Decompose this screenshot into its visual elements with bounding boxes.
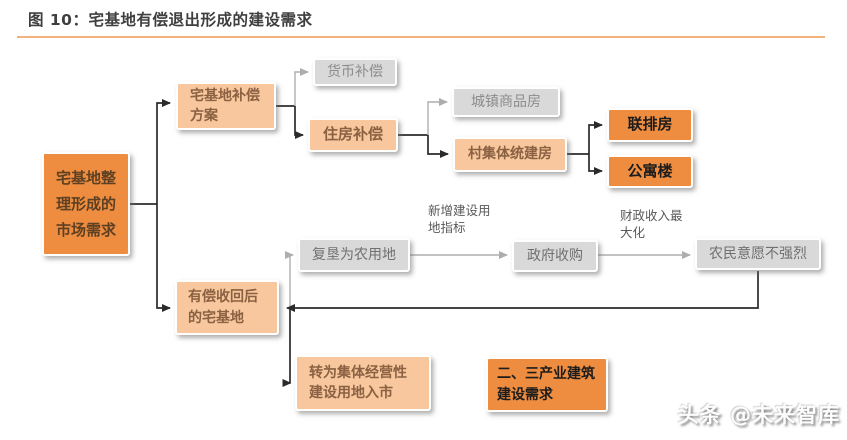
node-market-demand: 宅基地整理形成的市场需求 — [42, 152, 130, 256]
edge-label-fiscal-revenue-max: 财政收入最大化 — [620, 208, 683, 240]
node-label: 复垦为农用地 — [312, 246, 396, 263]
node-industry-construction-demand: 二、三产业建筑建设需求 — [486, 357, 608, 412]
watermark: 头条 @未来智库 — [677, 403, 840, 427]
figure-title: 图 10：宅基地有偿退出形成的建设需求 — [28, 11, 313, 29]
edge-recovered-to-collective-market — [282, 308, 292, 387]
edge-plan-to-monetary — [294, 68, 309, 106]
node-label: 住房补偿 — [322, 125, 383, 144]
node-label: 农民意愿不强烈 — [709, 245, 807, 262]
node-label: 政府收购 — [527, 247, 583, 264]
node-collective-land-market: 转为集体经营性建设用地入市 — [295, 355, 431, 411]
node-government-purchase: 政府收购 — [512, 240, 598, 272]
node-housing-compensation: 住房补偿 — [308, 118, 398, 152]
node-reclaimed-farmland: 复垦为农用地 — [298, 238, 410, 272]
node-apartment-building: 公寓楼 — [607, 155, 693, 188]
node-label: 有偿收回后的宅基地 — [188, 289, 258, 326]
node-label: 村集体统建房 — [468, 146, 552, 163]
edge-main-to-compensation-plan — [156, 99, 171, 204]
edge-label-new-construction-quota: 新增建设用地指标 — [428, 203, 491, 235]
edge-housing-to-urban — [427, 98, 448, 135]
node-label: 二、三产业建筑建设需求 — [497, 366, 595, 403]
edge-housing-to-village — [427, 135, 449, 158]
node-label: 转为集体经营性建设用地入市 — [309, 364, 407, 401]
node-label: 宅基地整理形成的市场需求 — [55, 168, 116, 240]
node-compensation-plan: 宅基地补偿方案 — [176, 82, 276, 130]
node-paid-recovered-homestead: 有偿收回后的宅基地 — [175, 280, 279, 335]
node-label: 城镇商品房 — [471, 93, 541, 110]
node-label: 宅基地补偿方案 — [190, 87, 260, 124]
node-urban-commodity-housing: 城镇商品房 — [452, 87, 560, 117]
title-underline — [17, 36, 825, 38]
edge-village-to-apartment — [588, 154, 603, 175]
node-townhouse: 联排房 — [607, 108, 693, 142]
edge-recovered-to-reclaimed — [285, 251, 294, 307]
edge-plan-to-housing — [294, 106, 304, 139]
node-village-collective-housing: 村集体统建房 — [453, 137, 567, 172]
node-label: 货币补偿 — [327, 63, 383, 80]
node-label: 公寓楼 — [627, 161, 673, 180]
edge-main-to-paid-recovered — [156, 204, 171, 312]
edge-farmers-feedback-to-recovered — [286, 271, 759, 312]
node-label: 联排房 — [627, 115, 673, 134]
node-monetary-compensation: 货币补偿 — [313, 58, 397, 86]
node-farmers-unwilling: 农民意愿不强烈 — [695, 238, 821, 270]
edge-village-to-townhouse — [588, 121, 603, 154]
